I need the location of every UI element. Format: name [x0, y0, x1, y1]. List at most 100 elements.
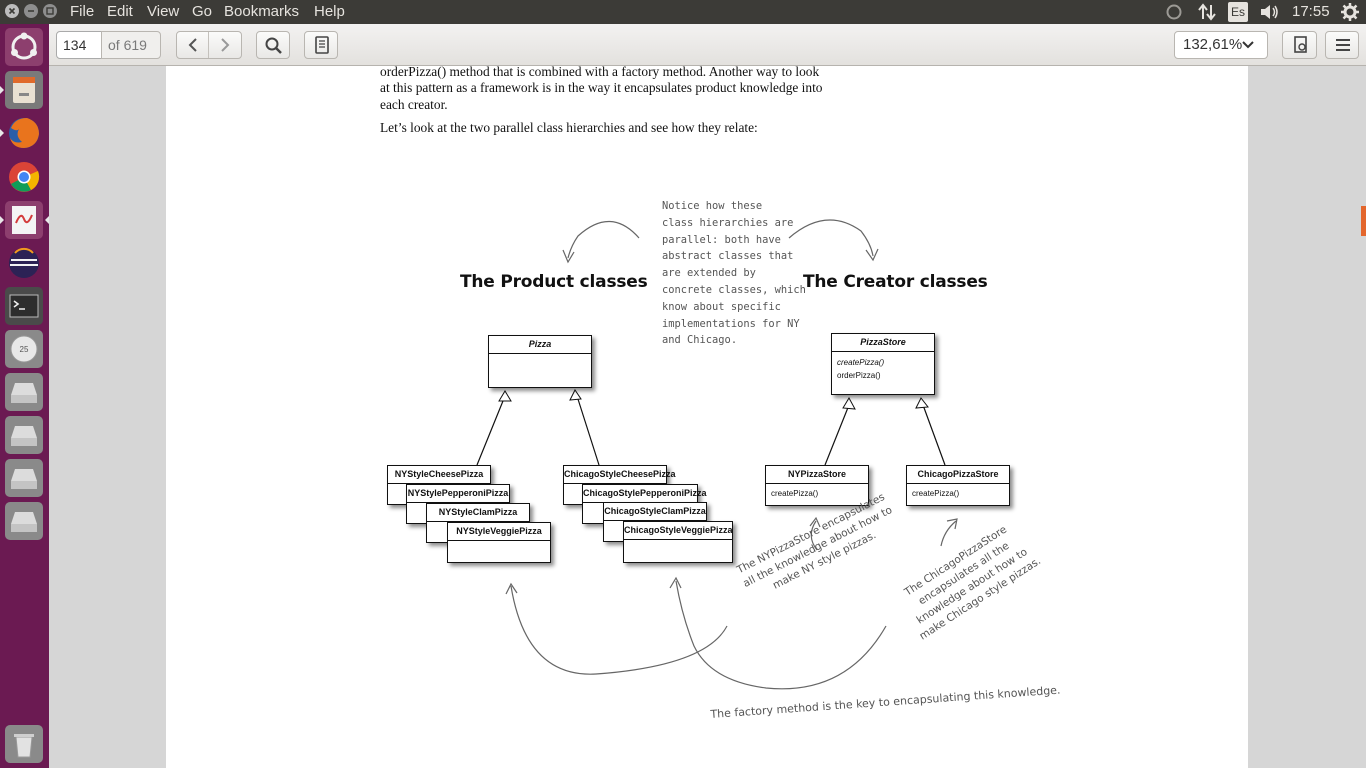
network-status-icon[interactable] [1165, 2, 1183, 22]
drive-button-4[interactable] [5, 502, 43, 540]
method-name: createPizza() [837, 358, 885, 367]
note-line: concrete classes, which [662, 283, 806, 296]
body-text-line: each creator. [380, 97, 448, 112]
menu-view[interactable]: View [147, 3, 180, 20]
close-window-button[interactable] [5, 4, 19, 18]
clipboard-icon [315, 36, 329, 54]
document-viewer-button[interactable] [5, 201, 43, 239]
eclipse-button[interactable] [5, 244, 43, 282]
page-number-input[interactable] [56, 31, 102, 59]
disk-25-button[interactable]: 25 [5, 330, 43, 368]
launcher-sidebar: 25 [0, 24, 49, 768]
class-name: ChicagoStyleClamPizza [604, 503, 706, 521]
annotations-button[interactable] [304, 31, 338, 59]
chevron-right-icon [221, 38, 230, 52]
svg-text:25: 25 [20, 345, 29, 354]
file-cabinet-icon [13, 77, 35, 103]
close-icon [8, 7, 16, 15]
minimize-icon [28, 10, 34, 12]
zoom-value: 132,61% [1183, 36, 1243, 53]
class-name: ChicagoStylePepperoniPizza [583, 485, 707, 503]
menu-bookmarks[interactable]: Bookmarks [224, 3, 300, 20]
menu-file[interactable]: File [70, 3, 95, 20]
files-app-button[interactable] [5, 71, 43, 109]
chrome-button[interactable] [5, 158, 43, 196]
pizzastore-class-box: PizzaStore createPizza() orderPizza() [831, 333, 935, 395]
method-name: createPizza() [912, 489, 960, 498]
chicago-pizzastore-class: ChicagoPizzaStore createPizza() [906, 465, 1010, 506]
note-line: Notice how these [662, 200, 763, 212]
focused-indicator [45, 216, 49, 224]
method-name: createPizza() [771, 489, 819, 498]
scrollbar-indicator[interactable] [1361, 206, 1366, 236]
drive-button-2[interactable] [5, 416, 43, 454]
chrome-icon [9, 162, 40, 192]
ny-pizzastore-class: NYPizzaStore createPizza() [765, 465, 869, 506]
drive-button-3[interactable] [5, 459, 43, 497]
running-indicator [0, 216, 4, 224]
trash-icon [14, 734, 34, 758]
note-line: parallel: both have [662, 233, 781, 246]
creator-classes-heading: The Creator classes [803, 272, 988, 292]
chevron-left-icon [188, 38, 197, 52]
class-name: NYStyleCheesePizza [388, 466, 490, 484]
volume-icon[interactable] [1259, 2, 1281, 22]
class-diagram-connectors [476, 219, 958, 690]
class-name: NYStyleClamPizza [427, 504, 529, 522]
eclipse-icon [9, 247, 39, 278]
method-name: orderPizza() [837, 371, 881, 380]
hamburger-menu-icon [1336, 39, 1350, 51]
class-name: ChicagoPizzaStore [907, 466, 1009, 484]
menu-help[interactable]: Help [314, 3, 345, 20]
document-scroll-area[interactable]: orderPizza() method that is combined wit… [49, 64, 1366, 768]
drive-icon [11, 383, 37, 403]
document-properties-button[interactable] [1282, 31, 1317, 59]
document-viewer-icon [12, 206, 36, 234]
page-total-label: of 619 [101, 31, 161, 59]
class-name: Pizza [489, 336, 591, 354]
disk-icon: 25 [10, 335, 38, 363]
menu-edit[interactable]: Edit [107, 3, 133, 20]
class-name: NYStyleVeggiePizza [448, 523, 550, 541]
class-name: NYPizzaStore [766, 466, 868, 484]
body-text-line: orderPizza() method that is combined wit… [380, 64, 820, 79]
drive-button-1[interactable] [5, 373, 43, 411]
keyboard-layout-indicator[interactable]: Es [1228, 2, 1248, 22]
viewer-toolbar [49, 24, 1366, 66]
minimize-window-button[interactable] [24, 4, 38, 18]
top-menu-bar: File Edit View Go Bookmarks Help Es 17:5… [0, 0, 1366, 24]
maximize-window-button[interactable] [43, 4, 57, 18]
note-line: are extended by [662, 267, 756, 280]
trash-button[interactable] [5, 725, 43, 763]
drive-icon [11, 426, 37, 446]
class-name: PizzaStore [832, 334, 934, 352]
page-navigation-group [176, 31, 242, 59]
ubuntu-logo-icon [11, 32, 37, 60]
maximize-icon [46, 7, 54, 15]
firefox-icon [9, 118, 39, 148]
settings-gear-icon[interactable] [1340, 2, 1360, 22]
body-text-line: Let’s look at the two parallel class hie… [380, 120, 758, 135]
zoom-selector[interactable]: 132,61% [1174, 31, 1268, 59]
note-line: and Chicago. [662, 334, 738, 347]
next-page-button[interactable] [209, 32, 241, 58]
parallel-hierarchies-note: Notice how these class hierarchies are p… [662, 198, 806, 349]
ubuntu-dash-button[interactable] [5, 28, 43, 66]
chevron-down-icon [1242, 41, 1254, 49]
previous-page-button[interactable] [177, 32, 209, 58]
class-name: ChicagoStyleCheesePizza [564, 466, 676, 484]
terminal-icon [9, 294, 39, 318]
pizza-class-box: Pizza [488, 335, 592, 388]
running-indicator [0, 86, 4, 94]
chicago-veggie-pizza-class: ChicagoStyleVeggiePizza [623, 521, 733, 563]
menu-button[interactable] [1325, 31, 1359, 59]
terminal-button[interactable] [5, 287, 43, 325]
menu-go[interactable]: Go [192, 3, 213, 20]
search-button[interactable] [256, 31, 290, 59]
firefox-button[interactable] [5, 114, 43, 152]
clock[interactable]: 17:55 [1292, 3, 1330, 20]
class-name: NYStylePepperoniPizza [407, 485, 509, 503]
transfer-arrows-icon[interactable] [1197, 2, 1217, 22]
note-line: know about specific [662, 300, 781, 313]
product-classes-heading: The Product classes [460, 272, 648, 292]
